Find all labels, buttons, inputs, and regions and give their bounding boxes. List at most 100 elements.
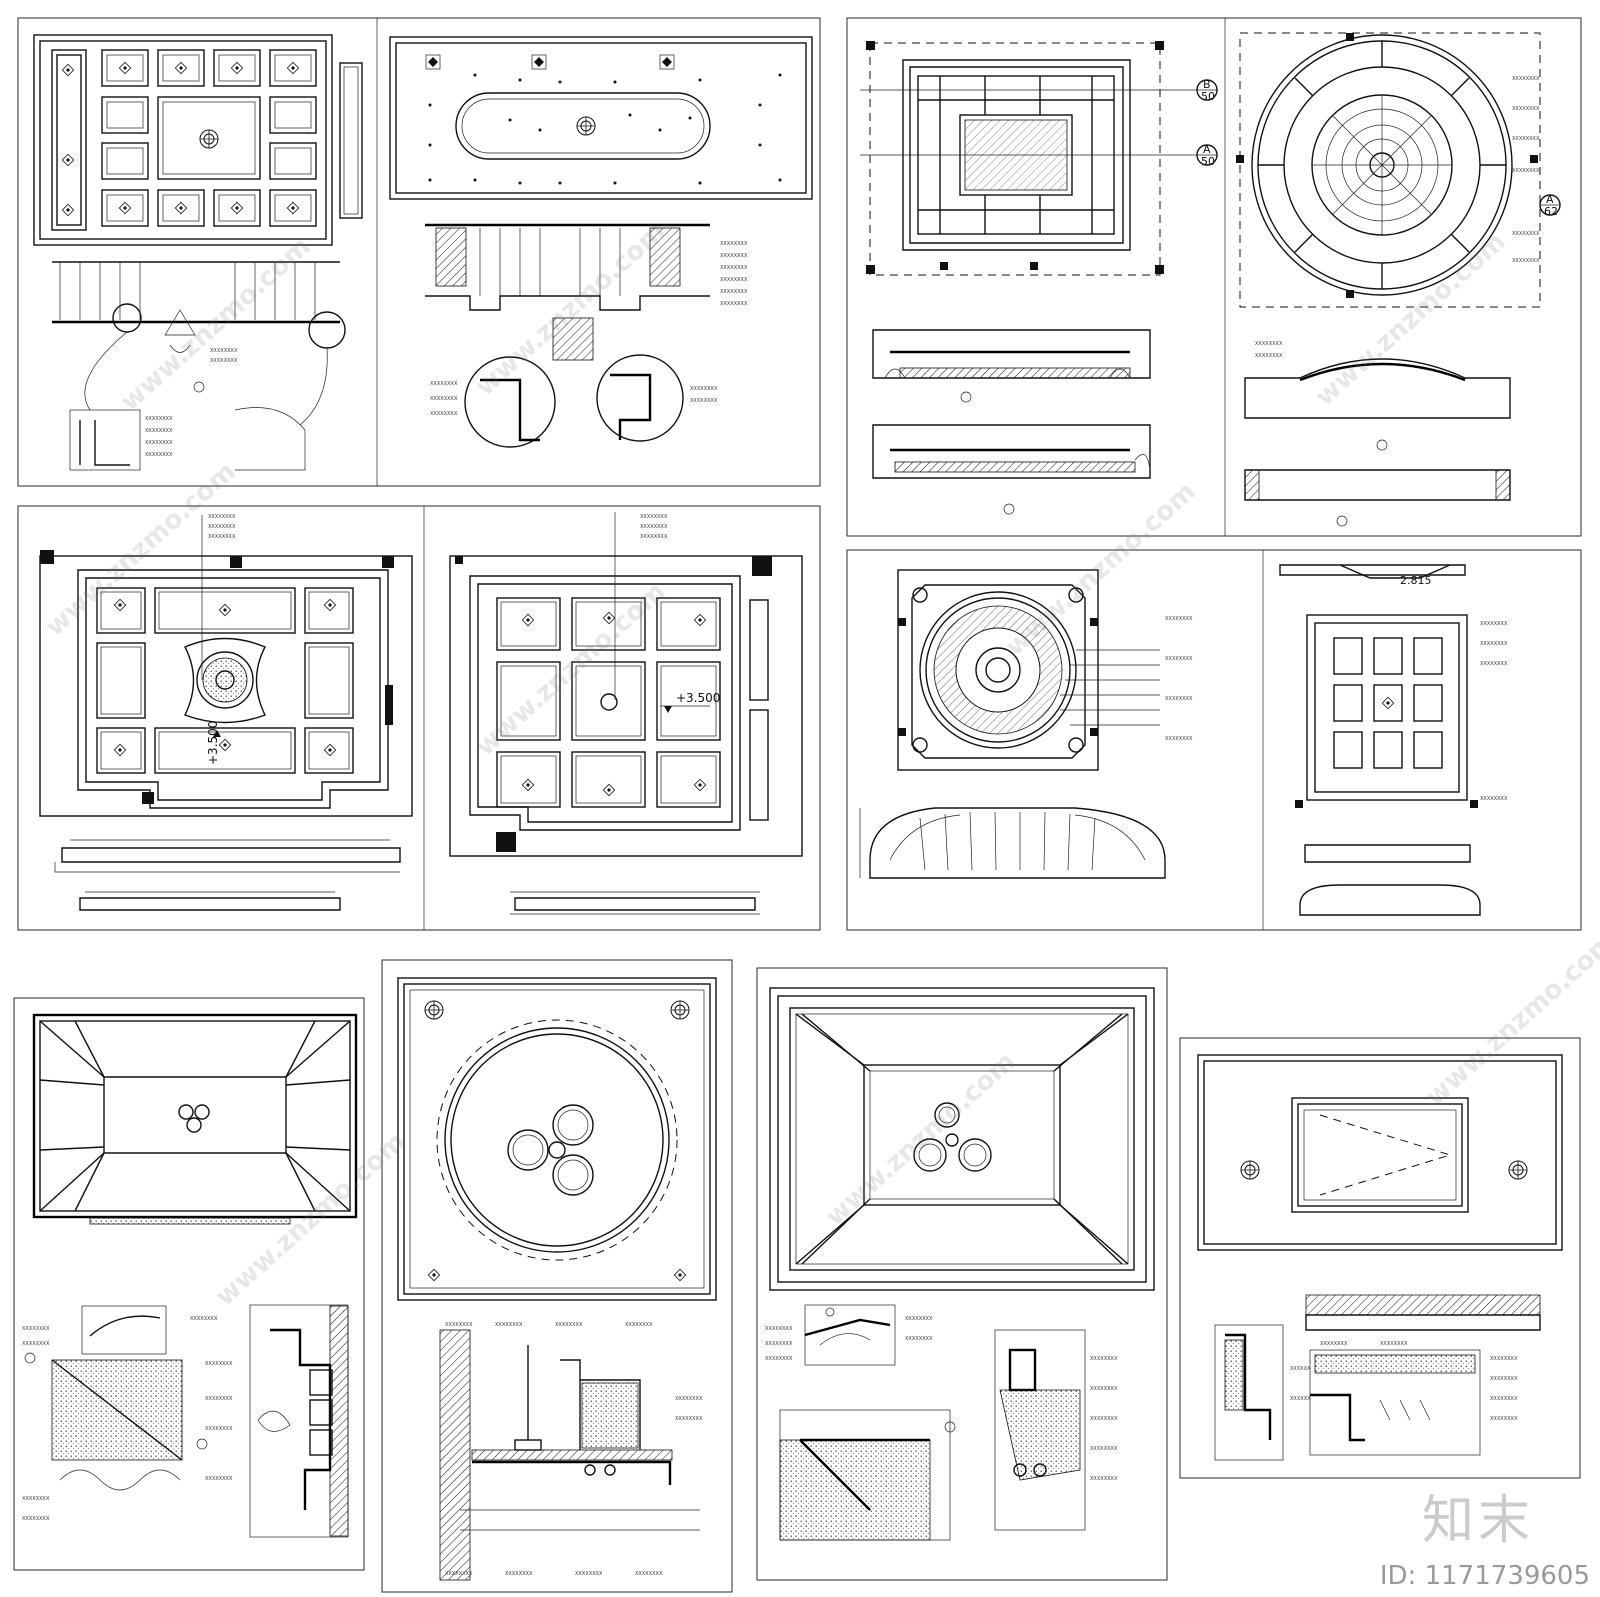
svg-text:XXXXXXXX: XXXXXXXX: [1512, 136, 1540, 142]
svg-text:XXXXXXXX: XXXXXXXX: [1512, 106, 1540, 112]
svg-text:XXXXXX: XXXXXX: [1290, 1396, 1311, 1402]
panel-rect-tray-ceiling: XXXXXXXXXXXXXXXXXXXXXXXXXXXXXXXXXXXXXXXX…: [1179, 1037, 1581, 1479]
section-marker-a62: A 62: [1539, 193, 1561, 218]
svg-text:50: 50: [1201, 155, 1215, 168]
svg-text:XXXXXXXX: XXXXXXXX: [1490, 1396, 1518, 1402]
svg-text:62: 62: [1544, 205, 1558, 218]
svg-text:XXXXXXXX: XXXXXXXX: [1480, 796, 1508, 802]
elevation-label-right: +3.500: [660, 691, 720, 713]
watermark-id: ID: 1171739605: [1379, 1561, 1590, 1591]
dimension-label: 2.815: [1400, 574, 1432, 587]
svg-text:50: 50: [1201, 90, 1215, 103]
svg-text:XXXXXXXX: XXXXXXXX: [22, 1326, 50, 1332]
svg-text:XXXXXXXX: XXXXXXXX: [555, 1322, 583, 1328]
panel-ceiling-plans-top-right: B 50 A 50: [846, 17, 1582, 537]
svg-text:XXXXXXXX: XXXXXXXX: [22, 1496, 50, 1502]
svg-text:XXXXXXXX: XXXXXXXX: [205, 1396, 233, 1402]
panel-round-ceiling: XXXXXXXX XXXXXXXX XXXXXXXX XXXXXXXX XXXXXXXX…: [381, 959, 733, 1593]
svg-text:XXXXXXXX: XXXXXXXX: [1165, 696, 1193, 702]
svg-text:+3.500: +3.500: [206, 721, 220, 765]
svg-text:XXXXXXXX: XXXXXXXX: [205, 1426, 233, 1432]
svg-text:XXXXXXXX: XXXXXXXX: [1090, 1446, 1118, 1452]
svg-text:XXXXXXXX: XXXXXXXX: [1512, 168, 1540, 174]
svg-text:XXXXXXXX: XXXXXXXX: [1090, 1386, 1118, 1392]
svg-text:XXXXXXXX: XXXXXXXX: [675, 1396, 703, 1402]
svg-text:XXXXXXXX: XXXXXXXX: [640, 514, 668, 520]
svg-text:A: A: [1546, 193, 1554, 206]
svg-text:XXXXXXXX: XXXXXXXX: [905, 1336, 933, 1342]
svg-text:XXXXXXXX: XXXXXXXX: [208, 534, 236, 540]
svg-text:XXXXXXXX: XXXXXXXX: [905, 1316, 933, 1322]
svg-text:XXXXXXXX: XXXXXXXX: [635, 1571, 663, 1577]
svg-text:XXXXXXXX: XXXXXXXX: [720, 301, 748, 307]
svg-text:XXXXXXXX: XXXXXXXX: [640, 534, 668, 540]
svg-text:XXXXXXXX: XXXXXXXX: [1255, 341, 1283, 347]
svg-text:XXXXXXXX: XXXXXXXX: [720, 277, 748, 283]
svg-text:XXXXXXXX: XXXXXXXX: [1165, 736, 1193, 742]
svg-text:XXXXXXXX: XXXXXXXX: [720, 241, 748, 247]
svg-text:XXXXXXXX: XXXXXXXX: [1512, 258, 1540, 264]
svg-text:XXXXXXXX: XXXXXXXX: [505, 1571, 533, 1577]
svg-text:XXXXXXXX: XXXXXXXX: [1090, 1476, 1118, 1482]
svg-text:XXXXXXXX: XXXXXXXX: [720, 253, 748, 259]
svg-text:XXXXXXXX: XXXXXXXX: [625, 1322, 653, 1328]
svg-text:XXXXXXXX: XXXXXXXX: [640, 524, 668, 530]
panel-tray-ceiling: XXXXXXXX XXXXXXXX XXXXXXXX XXXXXXXX XXXXXXXX…: [756, 967, 1168, 1581]
svg-text:XXXXXXXX: XXXXXXXX: [1480, 661, 1508, 667]
svg-text:XXXXXXXX: XXXXXXXX: [208, 524, 236, 530]
svg-text:XXXXXXXX: XXXXXXXX: [430, 381, 458, 387]
svg-text:XXXXXXXX: XXXXXXXX: [445, 1571, 473, 1577]
svg-text:XXXXXXXX: XXXXXXXX: [1490, 1376, 1518, 1382]
svg-text:XXXXXXXX: XXXXXXXX: [1320, 1341, 1348, 1347]
svg-text:XXXXXXXX: XXXXXXXX: [145, 440, 173, 446]
svg-text:B: B: [1203, 78, 1211, 91]
svg-text:XXXXXXXX: XXXXXXXX: [1090, 1416, 1118, 1422]
svg-text:XXXXXXXX: XXXXXXXX: [430, 411, 458, 417]
svg-text:XXXXXXXX: XXXXXXXX: [205, 1361, 233, 1367]
svg-text:XXXXXXXX: XXXXXXXX: [1512, 76, 1540, 82]
svg-text:XXXXXXXX: XXXXXXXX: [22, 1516, 50, 1522]
svg-text:XXXXXXXX: XXXXXXXX: [720, 265, 748, 271]
svg-text:XXXXXXXX: XXXXXXXX: [765, 1326, 793, 1332]
svg-text:A: A: [1203, 143, 1211, 156]
svg-text:XXXXXXXX: XXXXXXXX: [145, 428, 173, 434]
panel-oval-ceiling-plan: XXXXXXXX XXXXXXXX XXXXXXXX XXXXXXXX XXXXXXXX…: [389, 36, 813, 448]
svg-text:XXXXXXXX: XXXXXXXX: [210, 348, 238, 354]
svg-text:XXXXXXXX: XXXXXXXX: [208, 514, 236, 520]
svg-text:XXXXXXXX: XXXXXXXX: [1165, 616, 1193, 622]
watermark-brand: 知末: [1421, 1491, 1534, 1551]
svg-text:XXXXXXXX: XXXXXXXX: [205, 1476, 233, 1482]
svg-text:XXXXXXXX: XXXXXXXX: [145, 416, 173, 422]
svg-text:XXXXXXXX: XXXXXXXX: [765, 1356, 793, 1362]
svg-text:XXXXXXXX: XXXXXXXX: [1090, 1356, 1118, 1362]
svg-text:XXXXXX: XXXXXX: [1290, 1366, 1311, 1372]
svg-text:XXXXXXXX: XXXXXXXX: [445, 1322, 473, 1328]
svg-text:XXXXXXXX: XXXXXXXX: [22, 1341, 50, 1347]
svg-text:XXXXXXXX: XXXXXXXX: [690, 398, 718, 404]
svg-text:XXXXXXXX: XXXXXXXX: [690, 386, 718, 392]
panel-ceiling-plans-middle-left: +3.500 +3.500: [17, 505, 821, 931]
svg-text:XXXXXXXX: XXXXXXXX: [145, 452, 173, 458]
panel-octagon-ceiling: XXXXXXXX XXXXXXXX XXXXXXXX XXXXXXXX XXXXXXXX…: [13, 997, 365, 1571]
svg-text:+3.500: +3.500: [676, 691, 720, 705]
svg-text:XXXXXXXX: XXXXXXXX: [720, 289, 748, 295]
svg-text:XXXXXXXX: XXXXXXXX: [575, 1571, 603, 1577]
svg-text:XXXXXXXX: XXXXXXXX: [1255, 353, 1283, 359]
svg-text:XXXXXXXX: XXXXXXXX: [1490, 1356, 1518, 1362]
svg-text:XXXXXXXX: XXXXXXXX: [190, 1316, 218, 1322]
elevation-label-left: +3.500: [206, 721, 221, 765]
svg-text:XXXXXXXX: XXXXXXXX: [765, 1341, 793, 1347]
svg-text:XXXXXXXX: XXXXXXXX: [1480, 641, 1508, 647]
panel-ceiling-plans-middle-right: 2.815 XXXXXXXX XXXXXXXX XXXXXXXX XXXXXXXX XX…: [846, 549, 1582, 931]
svg-text:XXXXXXXX: XXXXXXXX: [1480, 621, 1508, 627]
svg-text:XXXXXXXX: XXXXXXXX: [1490, 1416, 1518, 1422]
svg-text:XXXXXXXX: XXXXXXXX: [495, 1322, 523, 1328]
panel-coffered-ceiling-plan: XXXXXXXX XXXXXXXX XXXXXXXX XXXXXXXX XXXXXXXX…: [17, 17, 821, 487]
svg-text:XXXXXXXX: XXXXXXXX: [1165, 656, 1193, 662]
svg-text:XXXXXXXX: XXXXXXXX: [430, 396, 458, 402]
svg-text:XXXXXXXX: XXXXXXXX: [1512, 231, 1540, 237]
svg-text:XXXXXXXX: XXXXXXXX: [210, 358, 238, 364]
svg-text:XXXXXXXX: XXXXXXXX: [1380, 1341, 1408, 1347]
svg-text:XXXXXXXX: XXXXXXXX: [675, 1416, 703, 1422]
